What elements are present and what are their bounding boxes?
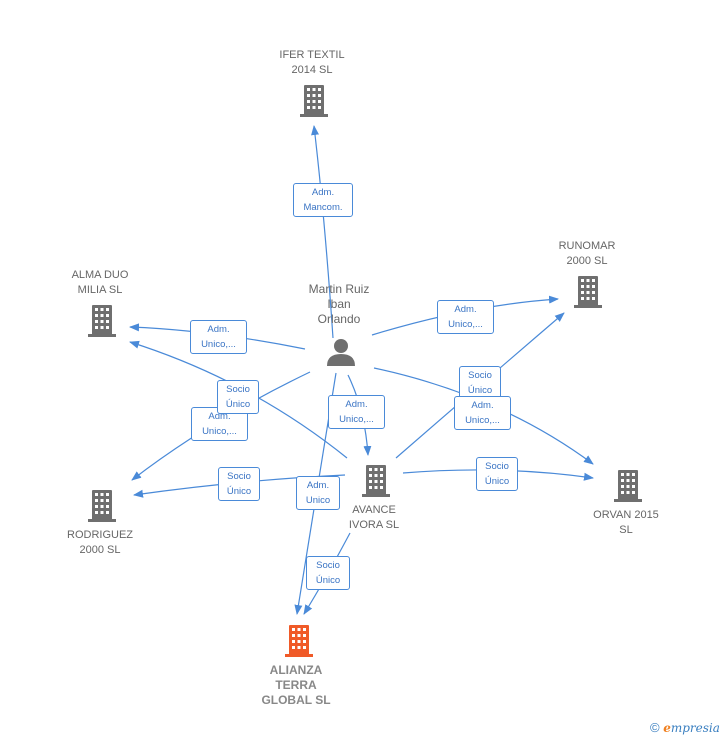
building-icon-avance[interactable] [362,465,390,497]
edge-label-person-alianza: Adm. Unico [296,476,340,510]
company-label-alma[interactable]: ALMA DUO MILIA SL [71,269,129,296]
company-label-avance[interactable]: AVANCE IVORA SL [348,504,400,531]
edge-label-avance-runomar: Socio Único [459,366,501,400]
building-icon-alma[interactable] [88,305,116,337]
edge-label-person-orvan: Adm. Unico,... [454,396,511,430]
edge-label-avance-orvan: Socio Único [476,457,518,491]
edge-label-person-alma: Adm. Unico,... [190,320,247,354]
company-label-runomar[interactable]: RUNOMAR 2000 SL [558,240,616,267]
edge-label-avance-rodriguez: Socio Único [218,467,260,501]
company-label-ifer[interactable]: IFER TEXTIL 2014 SL [279,49,345,76]
company-label-alianza[interactable]: ALIANZA TERRA GLOBAL SL [261,663,331,707]
building-icon-alianza[interactable] [285,625,313,657]
edge-label-person-runomar: Adm. Unico,... [437,300,494,334]
copyright-credit[interactable]: © empresia [650,720,720,735]
building-icon-rodriguez[interactable] [88,490,116,522]
company-label-orvan[interactable]: ORVAN 2015 SL [593,509,659,536]
company-label-rodriguez[interactable]: RODRIGUEZ 2000 SL [67,529,133,556]
empresia-logo: empresia [663,721,720,735]
person-name-label[interactable]: Martin Ruiz Iban Orlando [308,282,370,326]
edge-label-person-avance: Adm. Unico,... [328,395,385,429]
building-icon-ifer[interactable] [300,85,328,117]
person-icon[interactable] [327,339,355,366]
edge-label-person-ifer: Adm. Mancom. [293,183,353,217]
copyright-symbol: © [650,720,660,735]
edge-person-ifer [311,125,334,339]
edge-label-avance-alma: Socio Único [217,380,259,414]
building-icon-orvan[interactable] [614,470,642,502]
edge-label-avance-alianza: Socio Único [306,556,350,590]
building-icon-runomar[interactable] [574,276,602,308]
